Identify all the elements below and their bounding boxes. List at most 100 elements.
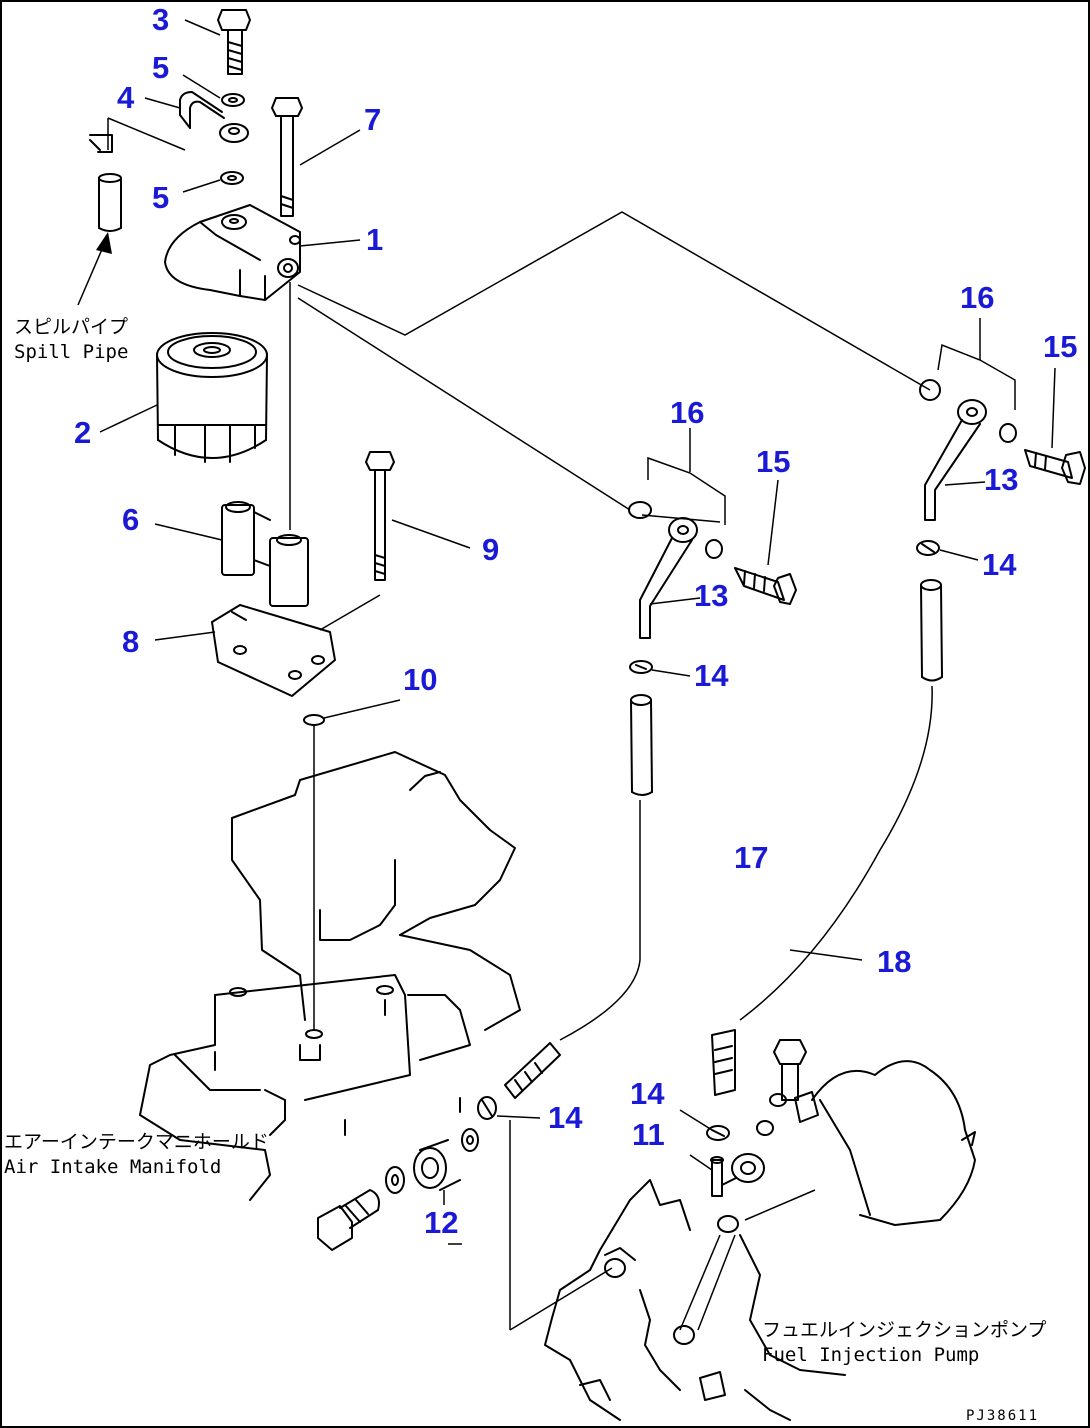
routing-line-16-mid: [297, 297, 631, 511]
callout-9: 9: [482, 532, 499, 567]
callout-17: 17: [734, 840, 768, 875]
callout-14-right: 14: [982, 547, 1017, 582]
callout-13-right: 13: [984, 462, 1018, 497]
clip-icon: [89, 134, 113, 153]
leader-9: [391, 519, 471, 549]
drawing-code: PJ38611: [966, 1408, 1039, 1424]
callout-14-lower-right: 14: [630, 1076, 665, 1111]
annotations: スピルパイプ Spill Pipe エアーインテークマニホールド Air Int…: [4, 316, 1046, 1424]
part-16-washer-mid-b: [705, 539, 723, 559]
part-16-washer-right-b: [999, 423, 1017, 443]
note-spill-pipe-en: Spill Pipe: [14, 341, 128, 363]
spill-pipe: [98, 173, 122, 232]
callout-6: 6: [122, 502, 139, 537]
leader-10: [323, 699, 401, 719]
washer-left-b: [385, 1166, 405, 1194]
leader-14-mid: [651, 669, 691, 677]
part-13-connector-right: [924, 399, 987, 521]
part-1-filter-head: [164, 204, 301, 301]
callout-15-mid: 15: [756, 444, 790, 479]
leader-5b: [182, 179, 221, 193]
spill-pipe-arrow: [77, 232, 112, 306]
banjo-bolt-right: [769, 1039, 819, 1123]
part-5-washer-upper: [221, 93, 245, 107]
part-14-clip-left: [477, 1096, 497, 1120]
guide-line-pump: [679, 1234, 721, 1331]
callout-15-right: 15: [1043, 329, 1077, 364]
leader-2: [99, 404, 158, 433]
note-pump-en: Fuel Injection Pump: [762, 1344, 979, 1366]
washer-right-b: [717, 1215, 739, 1233]
callout-5-upper: 5: [152, 50, 169, 85]
leader-14-right: [939, 549, 979, 561]
note-spill-pipe-jp: スピルパイプ: [14, 316, 128, 338]
part-2-filter-cartridge: [156, 332, 268, 463]
pipe-end-left: [504, 1042, 561, 1099]
part-7-long-bolt: [271, 97, 303, 217]
leader-13-right: [944, 481, 986, 486]
part-5-washer-lower: [220, 171, 244, 185]
air-intake-manifold: [139, 751, 521, 1201]
part-17-pipe: [559, 800, 641, 1041]
callout-4: 4: [117, 80, 135, 115]
callout-8: 8: [122, 624, 139, 659]
callout-3: 3: [152, 2, 169, 37]
note-manifold-jp: エアーインテークマニホールド: [4, 1131, 269, 1153]
leader-3: [184, 19, 221, 36]
leader-17: [641, 514, 721, 523]
callout-12: 12: [424, 1205, 458, 1240]
leader-18: [789, 949, 863, 961]
part-14-clip-mid: [629, 660, 653, 674]
part-18-tube-segment: [920, 579, 943, 682]
callout-10: 10: [403, 662, 437, 697]
leader-13-mid: [649, 597, 701, 605]
callout-11: 11: [632, 1117, 665, 1152]
part-17-tube-segment: [630, 694, 653, 796]
part-3-bolt: [217, 9, 251, 75]
leader-6: [154, 523, 223, 541]
callout-2: 2: [74, 415, 91, 450]
part-12-banjo: [413, 1139, 461, 1191]
leader-14-left: [496, 1115, 541, 1119]
guide-line-14-left-b: [509, 1267, 613, 1331]
leader-14-lower-right: [679, 1109, 713, 1131]
callout-1: 1: [366, 222, 383, 257]
part-4-joint: [179, 91, 249, 143]
part-18-pipe: [739, 685, 933, 1021]
guide-line-11: [744, 1189, 816, 1221]
note-manifold-en: Air Intake Manifold: [4, 1156, 221, 1178]
part-14-clip-right: [916, 540, 940, 556]
part-8-plate: [211, 604, 336, 697]
pipe-end-right: [711, 1029, 736, 1096]
callout-5-lower: 5: [152, 180, 169, 215]
leader-5a: [182, 74, 221, 99]
part-15-bolt-mid: [734, 567, 797, 605]
part-16-washer-right-a: [919, 379, 941, 401]
fuel-injection-pump: [544, 1060, 976, 1421]
callout-14-mid: 14: [694, 658, 729, 693]
leader-15-right: [1051, 367, 1056, 449]
leader-7: [299, 129, 361, 166]
callout-14-left: 14: [548, 1100, 583, 1135]
note-pump-jp: フュエルインジェクションポンプ: [762, 1319, 1046, 1341]
banjo-bolt-left: [317, 1189, 380, 1251]
part-9-bolt: [365, 451, 395, 581]
callout-16-right: 16: [960, 280, 994, 315]
callout-7: 7: [364, 102, 381, 137]
washer-left-a: [461, 1128, 479, 1152]
leader-15-mid: [767, 479, 779, 566]
part-16-washer-mid-a: [628, 501, 652, 519]
part-15-bolt-right: [1024, 449, 1086, 485]
callout-labels: 3 5 4 7 5 1 2 6 9 8 10 16 15 16 15 13 14…: [74, 2, 1077, 1240]
part-14-clip-lower-right: [706, 1125, 730, 1141]
leader-8: [154, 631, 216, 641]
callout-13-mid: 13: [694, 578, 728, 613]
callout-16-mid: 16: [670, 395, 704, 430]
callout-18: 18: [877, 944, 911, 979]
leader-11: [689, 1154, 713, 1171]
leader-1: [299, 239, 361, 247]
washer-right-a: [756, 1120, 774, 1136]
guide-line-9: [319, 594, 381, 631]
